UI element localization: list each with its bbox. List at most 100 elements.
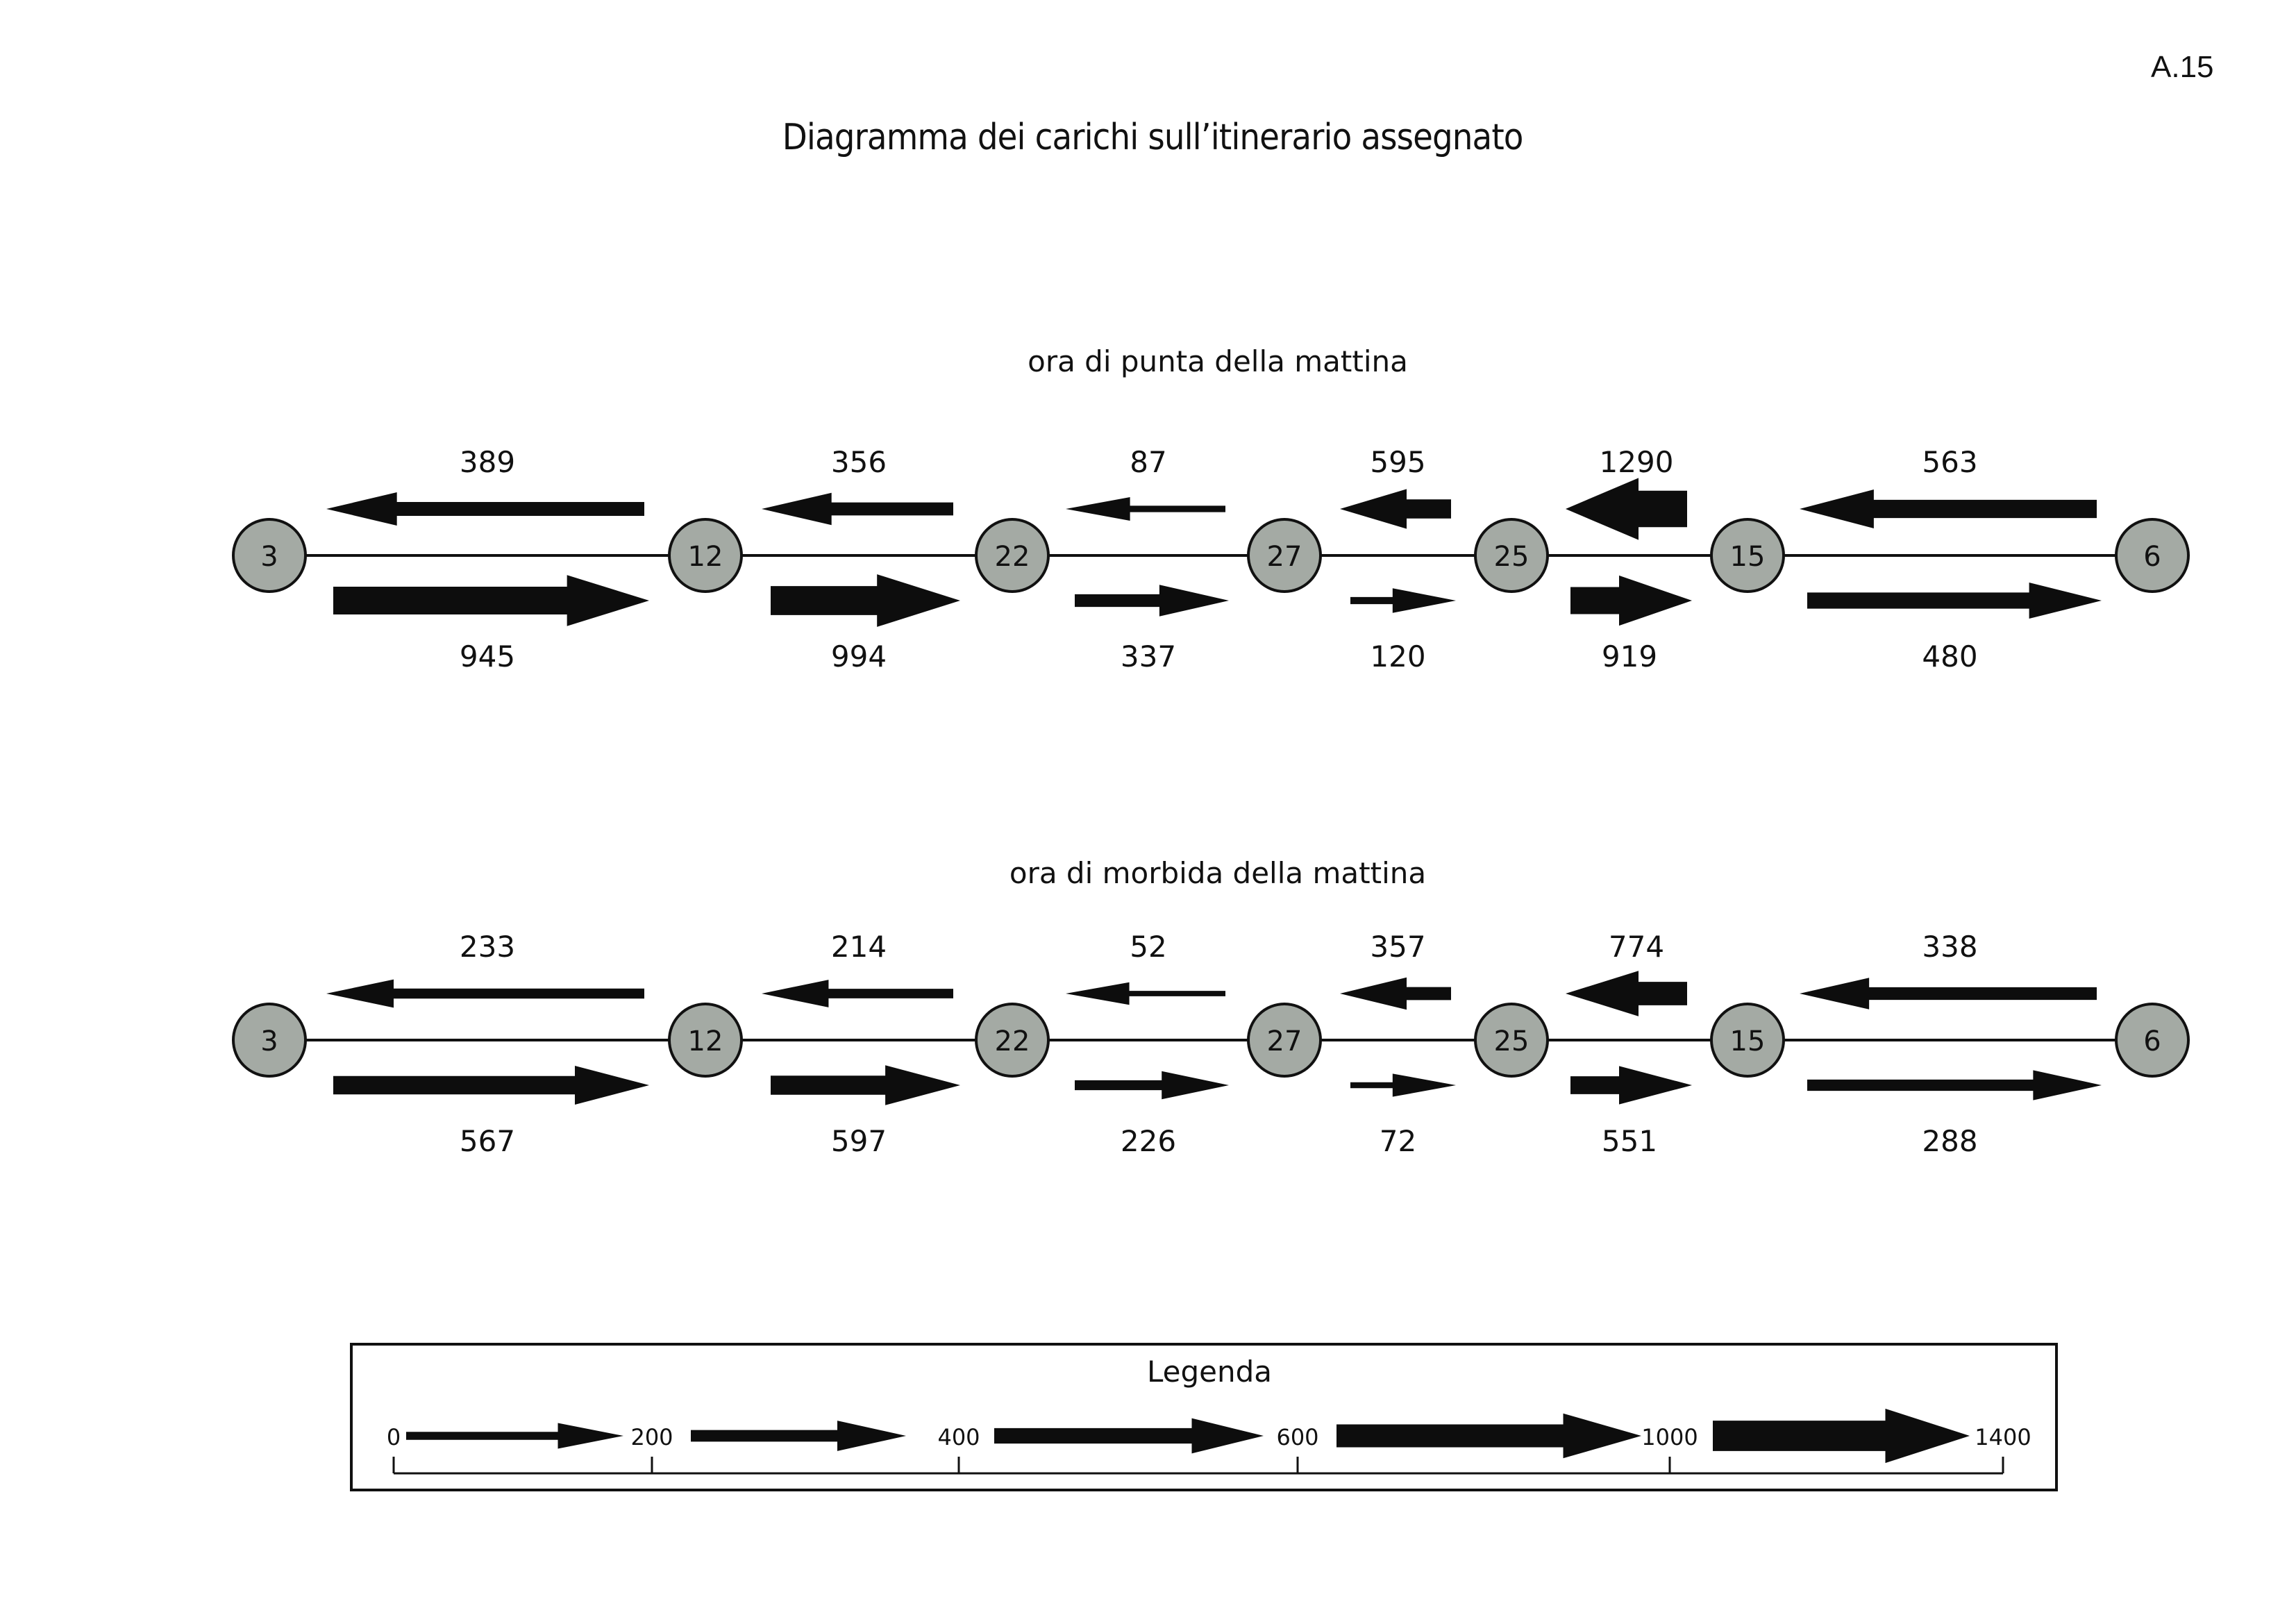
node-circle xyxy=(232,1003,307,1078)
value-eastbound: 226 xyxy=(1121,1124,1176,1158)
value-eastbound: 72 xyxy=(1380,1124,1416,1158)
value-westbound: 214 xyxy=(831,930,887,964)
node-label: 6 xyxy=(2143,541,2161,573)
node-label: 3 xyxy=(260,1026,278,1057)
value-eastbound: 551 xyxy=(1602,1124,1657,1158)
arrow-westbound xyxy=(1340,977,1451,1010)
value-eastbound: 597 xyxy=(831,1124,887,1158)
node-circle xyxy=(1247,1003,1322,1078)
node-label: 27 xyxy=(1267,1026,1302,1057)
node-12: 12 xyxy=(668,518,743,593)
node-22: 22 xyxy=(975,518,1050,593)
arrow-westbound xyxy=(326,492,644,526)
node-6: 6 xyxy=(2115,518,2190,593)
arrow-westbound xyxy=(326,979,644,1008)
node-label: 15 xyxy=(1730,1026,1766,1057)
legend-arrow-400-600 xyxy=(994,1418,1264,1454)
node-label: 25 xyxy=(1494,541,1530,573)
node-circle xyxy=(1247,518,1322,593)
arrow-eastbound xyxy=(1075,1071,1229,1100)
link-12-22: 356 994 xyxy=(762,445,960,673)
node-label: 22 xyxy=(995,541,1030,573)
legend-box xyxy=(350,1343,2058,1491)
arrow-eastbound xyxy=(1350,588,1456,613)
node-15: 15 xyxy=(1710,1003,1785,1078)
link-25-15: 774 551 xyxy=(1566,930,1692,1158)
arrow-eastbound xyxy=(771,1065,960,1105)
value-westbound: 356 xyxy=(831,445,887,479)
node-circle xyxy=(2115,1003,2190,1078)
legend-title: Legenda xyxy=(1147,1355,1272,1389)
node-circle xyxy=(1474,1003,1549,1078)
value-eastbound: 919 xyxy=(1602,639,1657,673)
value-westbound: 774 xyxy=(1609,930,1664,964)
node-label: 15 xyxy=(1730,541,1766,573)
node-25: 25 xyxy=(1474,1003,1549,1078)
legend-tick-label: 1400 xyxy=(1975,1424,2031,1450)
arrow-eastbound xyxy=(1807,1070,2102,1100)
arrow-eastbound xyxy=(1570,1066,1692,1105)
node-27: 27 xyxy=(1247,1003,1322,1078)
value-eastbound: 120 xyxy=(1370,639,1425,673)
arrow-westbound xyxy=(762,980,953,1007)
arrow-westbound xyxy=(1066,496,1225,521)
node-3: 3 xyxy=(232,1003,307,1078)
link-3-12: 233 567 xyxy=(326,930,649,1158)
value-westbound: 338 xyxy=(1922,930,1977,964)
value-westbound: 233 xyxy=(460,930,515,964)
value-westbound: 563 xyxy=(1922,445,1977,479)
arrow-eastbound xyxy=(1807,582,2102,619)
section-title: ora di morbida della mattina xyxy=(1009,856,1426,890)
node-label: 22 xyxy=(995,1026,1030,1057)
node-label: 27 xyxy=(1267,541,1302,573)
value-eastbound: 567 xyxy=(460,1124,515,1158)
link-15-6: 338 288 xyxy=(1800,930,2102,1158)
arrow-westbound xyxy=(1566,971,1687,1016)
legend-arrow-200-400 xyxy=(691,1421,906,1451)
node-circle xyxy=(668,1003,743,1078)
value-eastbound: 288 xyxy=(1922,1124,1977,1158)
link-27-25: 357 72 xyxy=(1340,930,1456,1158)
node-circle xyxy=(1710,518,1785,593)
legend-tick-label: 1000 xyxy=(1641,1424,1698,1450)
arrow-eastbound xyxy=(1075,585,1229,617)
legend-tick-label: 0 xyxy=(387,1424,401,1450)
node-27: 27 xyxy=(1247,518,1322,593)
arrow-westbound xyxy=(762,492,953,526)
node-25: 25 xyxy=(1474,518,1549,593)
node-label: 6 xyxy=(2143,1026,2161,1057)
arrow-eastbound xyxy=(333,575,649,626)
node-circle xyxy=(1710,1003,1785,1078)
node-3: 3 xyxy=(232,518,307,593)
section-offpeak: ora di morbida della mattina 233 567 214 597… xyxy=(232,856,2190,1158)
value-westbound: 389 xyxy=(460,445,515,479)
node-12: 12 xyxy=(668,1003,743,1078)
value-westbound: 595 xyxy=(1370,445,1425,479)
legend-tick-label: 600 xyxy=(1276,1424,1318,1450)
node-label: 12 xyxy=(688,1026,723,1057)
section-title: ora di punta della mattina xyxy=(1028,344,1408,378)
legend-arrow-0-200 xyxy=(406,1423,623,1449)
value-eastbound: 337 xyxy=(1121,639,1176,673)
arrow-westbound xyxy=(1066,982,1225,1005)
arrow-eastbound xyxy=(771,574,960,627)
node-circle xyxy=(1474,518,1549,593)
legend-arrow-600-1000 xyxy=(1336,1413,1641,1459)
page-label: A.15 xyxy=(2151,50,2214,84)
value-westbound: 357 xyxy=(1370,930,1425,964)
link-12-22: 214 597 xyxy=(762,930,960,1158)
arrow-eastbound xyxy=(1570,575,1692,626)
value-eastbound: 994 xyxy=(831,639,887,673)
node-circle xyxy=(975,518,1050,593)
arrow-eastbound xyxy=(333,1065,649,1105)
node-circle xyxy=(668,518,743,593)
node-circle xyxy=(232,518,307,593)
node-label: 25 xyxy=(1494,1026,1530,1057)
value-eastbound: 480 xyxy=(1922,639,1977,673)
